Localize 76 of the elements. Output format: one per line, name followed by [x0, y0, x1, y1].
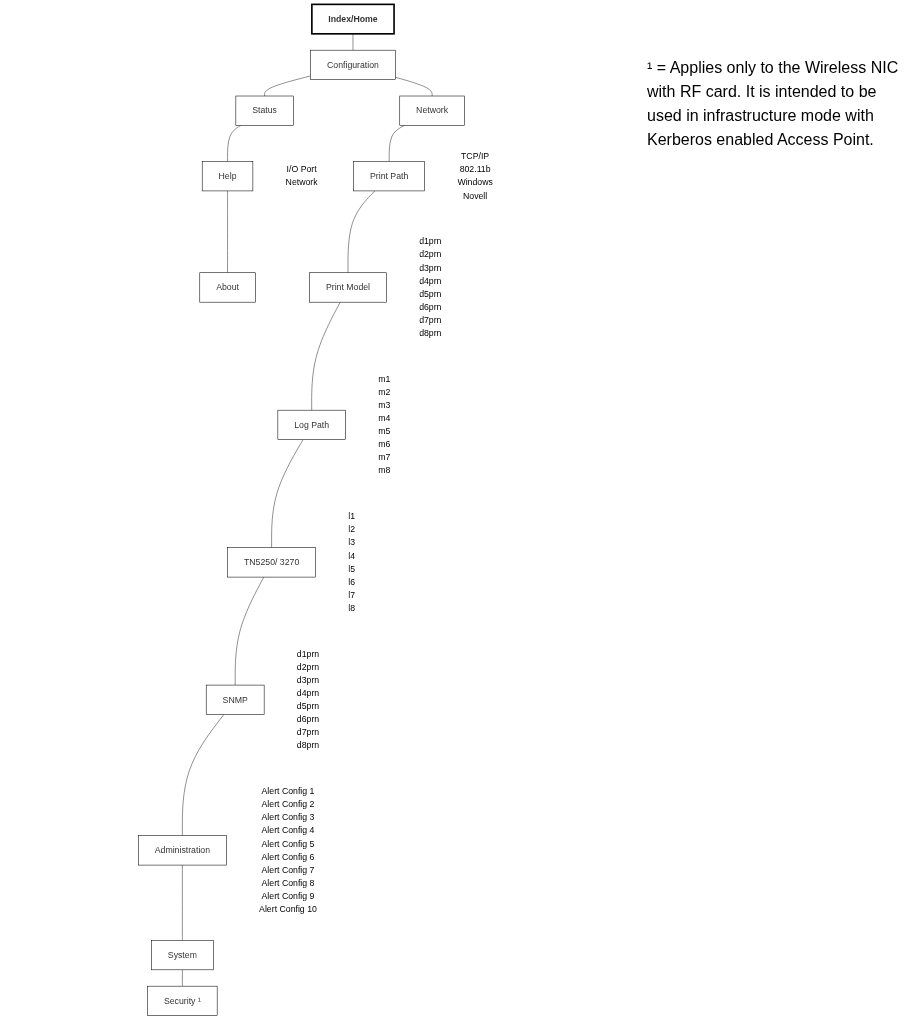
node-label: Alert Config 3	[261, 812, 315, 822]
node-label: d4prn	[418, 276, 442, 286]
node-box: Configuration	[310, 49, 396, 80]
connector	[347, 190, 375, 273]
footnote: ¹ = Applies only to the Wireless NIC with RF card. It is intended to be used in infrastructure mode with Kerberos enabled Access Point.	[647, 58, 900, 150]
node-box: Status	[235, 95, 294, 126]
node-label: d7prn	[296, 727, 319, 737]
node-label: m3	[377, 400, 391, 410]
node-label: d1prn	[296, 649, 319, 659]
node-label: Alert Config 4	[261, 825, 315, 836]
node-label: l2	[348, 524, 355, 534]
connector	[181, 714, 224, 836]
node-label: Alert Config 2	[261, 799, 315, 809]
node-label: l8	[348, 603, 355, 613]
node-label: m8	[377, 465, 391, 476]
node-label: m1	[377, 374, 391, 384]
node-box: About	[199, 272, 256, 303]
node-box: Print Model	[309, 272, 387, 303]
node-label: d8prn	[418, 328, 442, 338]
node-label: l3	[348, 537, 355, 548]
node-label: l1	[348, 511, 355, 521]
node-box: System	[150, 940, 214, 971]
node-label: Novell	[462, 190, 487, 201]
connector	[264, 75, 311, 97]
node-label: m6	[377, 439, 391, 449]
node-label: d7prn	[418, 315, 442, 325]
node-label: d8prn	[296, 740, 319, 750]
node-label: d3prn	[296, 675, 319, 685]
node-label: Alert Config 8	[261, 878, 315, 888]
node-label: d6prn	[296, 714, 319, 724]
node-label: m5	[377, 426, 391, 436]
node-label: m4	[377, 413, 391, 423]
node-box: Administration	[137, 835, 227, 866]
node-label: I/O Port	[286, 164, 317, 175]
node-label: d5prn	[296, 701, 319, 711]
connector	[181, 969, 183, 987]
node-label: d1prn	[418, 236, 442, 246]
connector	[271, 439, 304, 548]
node-label: m7	[377, 452, 391, 462]
node-label: d2prn	[296, 662, 319, 672]
node-label: m2	[377, 387, 391, 397]
connector	[234, 576, 264, 686]
node-label: l6	[348, 577, 355, 587]
node-label: d3prn	[418, 262, 442, 273]
node-label: d2prn	[418, 249, 442, 260]
connector	[227, 190, 228, 273]
node-label: Alert Config 9	[261, 891, 315, 901]
node-label: d6prn	[418, 302, 442, 312]
node-label: 802.11b	[459, 164, 491, 175]
connector	[181, 864, 183, 941]
node-box: SNMP	[205, 684, 265, 715]
node-label: Alert Config 10	[258, 904, 317, 914]
node-box: Log Path	[277, 409, 346, 440]
node-label: Network	[285, 177, 318, 188]
connector	[388, 125, 405, 162]
connector	[394, 76, 433, 97]
node-label: Alert Config 5	[261, 838, 315, 849]
node-box: Network	[399, 95, 465, 126]
node-label: Alert Config 1	[261, 786, 315, 796]
node-label: d4prn	[296, 688, 319, 698]
connector	[311, 301, 341, 411]
node-label: Alert Config 6	[261, 851, 315, 862]
connector	[352, 33, 353, 51]
node-label: Windows	[457, 177, 493, 188]
node-label: TCP/IP	[460, 151, 489, 161]
node-box: Index/Home	[310, 3, 395, 35]
node-box: Security ¹	[147, 985, 218, 1016]
node-label: l5	[348, 564, 355, 574]
connector	[227, 125, 241, 162]
node-box: TN5250/ 3270	[227, 547, 316, 578]
node-label: Alert Config 7	[261, 865, 315, 875]
node-label: d5prn	[418, 289, 442, 299]
node-label: l7	[348, 590, 355, 600]
node-box: Print Path	[353, 161, 425, 192]
node-box: Help	[201, 161, 253, 192]
node-label: l4	[348, 550, 355, 561]
